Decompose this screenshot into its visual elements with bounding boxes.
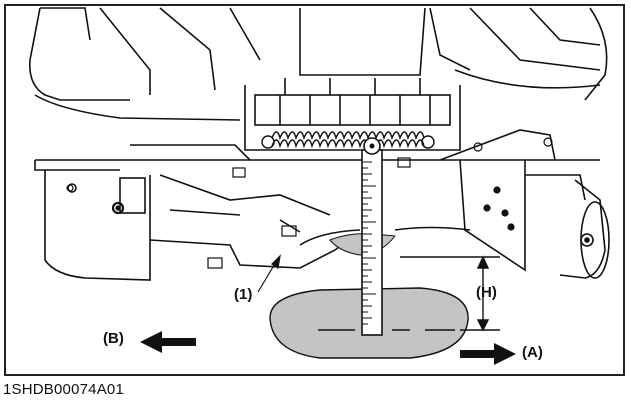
gauge-wheel <box>559 179 610 279</box>
measuring-ruler <box>361 137 383 336</box>
callout-height: (H) <box>476 284 497 301</box>
tractor-body <box>28 7 608 121</box>
callout-part-1: (1) <box>234 286 253 303</box>
upper-bracket <box>244 78 461 151</box>
callout-direction-a: (A) <box>522 344 543 361</box>
callout-direction-b: (B) <box>103 330 124 347</box>
arrow-a-icon <box>460 343 516 365</box>
arrow-b-icon <box>140 331 196 353</box>
callout-1-leader <box>257 254 281 293</box>
bolts <box>66 137 553 269</box>
tension-spring <box>261 131 435 149</box>
height-dimension <box>476 255 490 332</box>
figure-reference-code: 1SHDB00074A01 <box>3 381 125 398</box>
